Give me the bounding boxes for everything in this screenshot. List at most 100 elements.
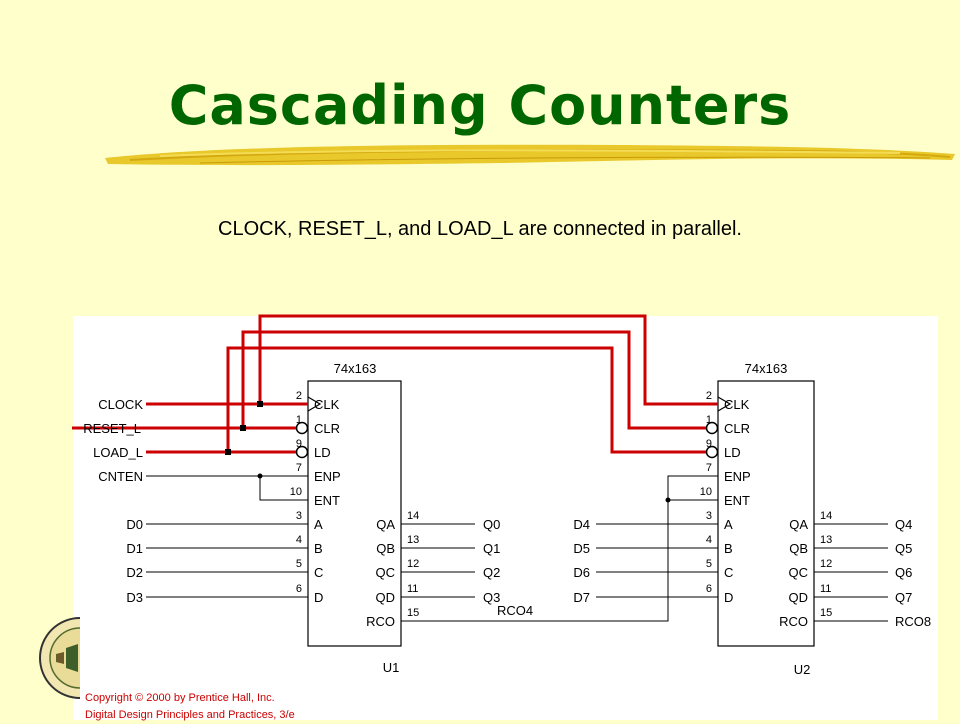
u1-ref-label: U1 <box>383 660 400 675</box>
clock-bus <box>258 314 718 406</box>
u1-pin-rco-label: RCO <box>366 614 395 629</box>
u2-pin-11-number: 11 <box>820 583 831 595</box>
parallel-wires <box>72 314 718 454</box>
u2-pin-rco-label: RCO <box>779 614 808 629</box>
u1-pin-10-number: 10 <box>290 486 302 498</box>
net-q3-label: Q3 <box>483 590 500 605</box>
u2-part-label: 74x163 <box>745 361 788 376</box>
u1-pin-c-label: C <box>314 565 323 580</box>
carry-net-label: RCO4 <box>497 603 533 618</box>
net-d4-label: D4 <box>573 517 590 532</box>
net-d1-label: D1 <box>126 541 143 556</box>
u1-pin-qc-label: QC <box>376 565 396 580</box>
u2-pin-13-number: 13 <box>820 534 832 546</box>
u1-pin-3-number: 3 <box>296 510 302 522</box>
u2-pin-ent-label: ENT <box>724 493 750 508</box>
net-q0-label: Q0 <box>483 517 500 532</box>
u2-pin-7-number: 7 <box>706 462 712 474</box>
u2-pin-d-label: D <box>724 590 733 605</box>
u1-pin-enp-label: ENP <box>314 469 341 484</box>
u1-pin-clk-label: CLK <box>314 397 340 412</box>
u2-pin-12-number: 12 <box>820 558 832 570</box>
u2-pin-9-number: 9 <box>706 438 712 450</box>
net-d7-label: D7 <box>573 590 590 605</box>
u2-chip-body <box>717 380 815 647</box>
slide-subtitle: CLOCK, RESET_L, and LOAD_L are connected… <box>218 218 742 240</box>
net-rco8-label: RCO8 <box>895 614 931 629</box>
slide-title: Cascading Counters <box>168 74 792 137</box>
u2-pin-4-number: 4 <box>706 534 712 546</box>
u1-pin-ld-label: LD <box>314 445 331 460</box>
u1-clock-triangle <box>307 396 322 412</box>
u2-ld-bubble <box>705 445 719 459</box>
u1-chip-body <box>307 380 402 647</box>
copyright-line-2: Digital Design Principles and Practices,… <box>85 709 295 721</box>
u1-pin-clr-label: CLR <box>314 421 340 436</box>
u1-pin-7-number: 7 <box>296 462 302 474</box>
reset-node <box>240 425 246 431</box>
net-q7-label: Q7 <box>895 590 912 605</box>
net-cnten-label: CNTEN <box>98 469 143 484</box>
u1-part-label: 74x163 <box>334 361 377 376</box>
title-underline-brush <box>105 144 955 166</box>
u1-pin-14-number: 14 <box>407 510 419 522</box>
u1-pin-5-number: 5 <box>296 558 302 570</box>
u1-clr-bubble <box>295 421 309 435</box>
u1-pin-a-label: A <box>314 517 323 532</box>
net-q4-label: Q4 <box>895 517 912 532</box>
net-reset-l-label: RESET_L <box>83 421 141 436</box>
clock-node <box>257 401 263 407</box>
u2-pin-ld-label: LD <box>724 445 741 460</box>
u2-pin-2-number: 2 <box>706 390 712 402</box>
u1-pin-qb-label: QB <box>376 541 395 556</box>
u2-pin-15-number: 15 <box>820 607 832 619</box>
net-q1-label: Q1 <box>483 541 500 556</box>
load-node <box>225 449 231 455</box>
net-d2-label: D2 <box>126 565 143 580</box>
university-seal <box>39 617 80 699</box>
u1-pin-qd-label: QD <box>376 590 396 605</box>
u2-pin-enp-label: ENP <box>724 469 751 484</box>
u1-pin-1-number: 1 <box>296 414 302 426</box>
net-q2-label: Q2 <box>483 565 500 580</box>
u2-clock-triangle <box>717 396 732 412</box>
u2-pin-qc-label: QC <box>789 565 809 580</box>
u2-pin-10-number: 10 <box>700 486 712 498</box>
u2-clr-bubble <box>705 421 719 435</box>
u2-pin-qd-label: QD <box>789 590 809 605</box>
u1-pin-d-label: D <box>314 590 323 605</box>
copyright-notice: Copyright © 2000 by Prentice Hall, Inc. … <box>85 690 295 724</box>
u1-pin-11-number: 11 <box>407 583 418 595</box>
net-d3-label: D3 <box>126 590 143 605</box>
u2-pin-6-number: 6 <box>706 583 712 595</box>
u1-pin-4-number: 4 <box>296 534 302 546</box>
load-bus <box>226 346 706 454</box>
copyright-line-1: Copyright © 2000 by Prentice Hall, Inc. <box>85 692 275 704</box>
u1-ld-bubble <box>295 445 309 459</box>
reset-bus <box>241 330 706 430</box>
u2-pin-clr-label: CLR <box>724 421 750 436</box>
u1-pin-2-number: 2 <box>296 390 302 402</box>
u2-pin-1-number: 1 <box>706 414 712 426</box>
net-clock-label: CLOCK <box>98 397 143 412</box>
net-q5-label: Q5 <box>895 541 912 556</box>
black-wires <box>146 475 888 622</box>
u2-pin-qa-label: QA <box>789 517 808 532</box>
u2-pin-3-number: 3 <box>706 510 712 522</box>
u2-pin-clk-label: CLK <box>724 397 750 412</box>
u1-pin-13-number: 13 <box>407 534 419 546</box>
net-load-l-label: LOAD_L <box>93 445 143 460</box>
u2-pin-5-number: 5 <box>706 558 712 570</box>
u2-pin-14-number: 14 <box>820 510 832 522</box>
u1-pin-12-number: 12 <box>407 558 419 570</box>
rco4-junction <box>665 497 671 503</box>
u2-pin-b-label: B <box>724 541 733 556</box>
net-d0-label: D0 <box>126 517 143 532</box>
u2-ref-label: U2 <box>794 662 811 677</box>
net-d6-label: D6 <box>573 565 590 580</box>
u1-pin-ent-label: ENT <box>314 493 340 508</box>
u1-pin-qa-label: QA <box>376 517 395 532</box>
u1-pin-9-number: 9 <box>296 438 302 450</box>
net-d5-label: D5 <box>573 541 590 556</box>
